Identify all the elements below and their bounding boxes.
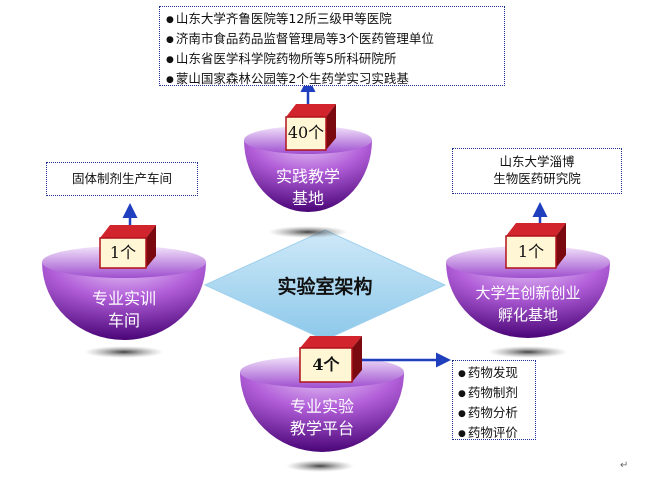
practice-label-line1: 实践教学: [275, 167, 340, 186]
practice-count-cube: [285, 104, 336, 151]
incubator-label-line1: 大学生创新创业: [475, 284, 581, 302]
workshop-shadow: [84, 346, 164, 358]
workshop-count: 1个: [109, 243, 137, 262]
incubator-shadow: [488, 346, 568, 358]
practice-bowl: [244, 140, 372, 212]
workshop-label-line2: 车间: [107, 311, 140, 330]
platform-note-item: 药物制剂: [458, 384, 530, 404]
platform-bowl: [240, 372, 404, 452]
incubator-label-line2: 孵化基地: [497, 306, 558, 324]
platform-note-item: 药物评价: [458, 424, 530, 444]
incubator-count-cube: [505, 223, 566, 269]
practice-note-item: 济南市食品药品监督管理局等3个医药管理单位: [166, 30, 498, 50]
incubator-label: 大学生创新创业 孵化基地: [456, 282, 600, 326]
platform-count: 4个: [312, 355, 340, 374]
return-mark: ↵: [620, 460, 629, 471]
workshop-bowl: [42, 262, 206, 340]
practice-note-item: 山东省医学科学院药物所等5所科研院所: [166, 50, 498, 70]
incubator-note-box: 山东大学淄博 生物医药研究院: [452, 148, 622, 194]
platform-note-item: 药物分析: [458, 404, 530, 424]
practice-count: 40个: [287, 123, 325, 142]
workshop-count-cube: [99, 225, 156, 269]
incubator-bowl: [446, 262, 610, 338]
workshop-label: 专业实训 车间: [64, 288, 184, 332]
platform-label-line1: 专业实验: [289, 397, 354, 416]
practice-note-item: 山东大学齐鲁医院等12所三级甲等医院: [166, 10, 498, 30]
platform-note-item: 药物发现: [458, 364, 530, 384]
platform-label: 专业实验 教学平台: [262, 396, 382, 440]
practice-label-line2: 基地: [291, 189, 324, 208]
workshop-note: 固体制剂生产车间: [71, 171, 172, 186]
incubator-count: 1个: [517, 242, 545, 261]
platform-notes-box: 药物发现 药物制剂 药物分析 药物评价: [452, 360, 536, 440]
practice-note-item: 蒙山国家森林公园等2个生药学实习实践基: [166, 70, 498, 90]
practice-label: 实践教学 基地: [258, 166, 358, 210]
platform-label-line2: 教学平台: [289, 419, 354, 438]
workshop-note-box: 固体制剂生产车间: [46, 162, 198, 196]
incubator-note-line2: 生物医药研究院: [493, 171, 581, 186]
practice-shadow: [268, 226, 348, 238]
practice-notes-box: 山东大学齐鲁医院等12所三级甲等医院 济南市食品药品监督管理局等3个医药管理单位…: [159, 6, 505, 86]
platform-count-cube: [299, 336, 362, 383]
platform-shadow: [286, 460, 354, 472]
incubator-note-line1: 山东大学淄博: [499, 154, 575, 169]
center-title: 实验室架构: [277, 276, 373, 298]
workshop-label-line1: 专业实训: [91, 289, 156, 308]
